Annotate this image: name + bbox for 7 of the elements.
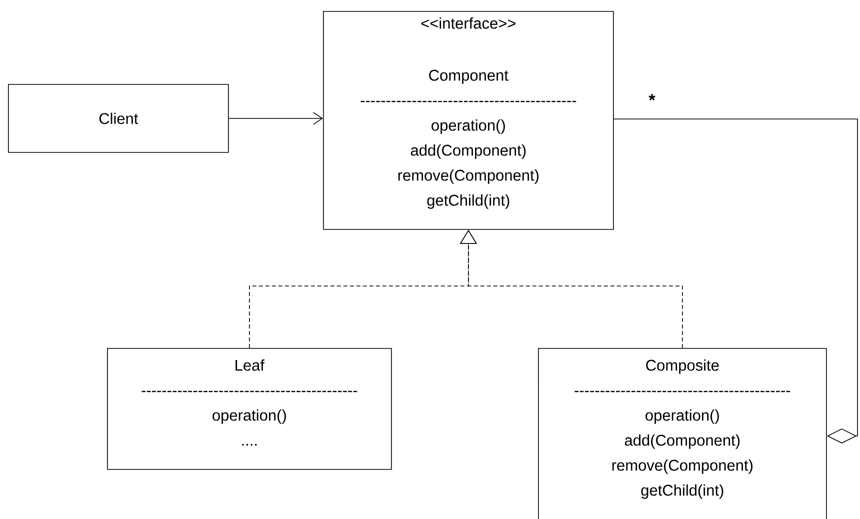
class-box: Leaf ------------------------------------------ operation() .... bbox=[107, 348, 392, 470]
connector bbox=[228, 112, 323, 125]
class-box: <<interface>> Component ------------------------------------------ operation() add(Component) remove(Component) getChild(int) bbox=[323, 11, 614, 230]
edge-label: * bbox=[648, 93, 656, 107]
class-box: Composite ------------------------------------------ operation() add(Component) remove(Component) getChild(int) bbox=[538, 348, 827, 519]
connector bbox=[613, 118, 858, 444]
class-box: Client bbox=[8, 84, 229, 153]
